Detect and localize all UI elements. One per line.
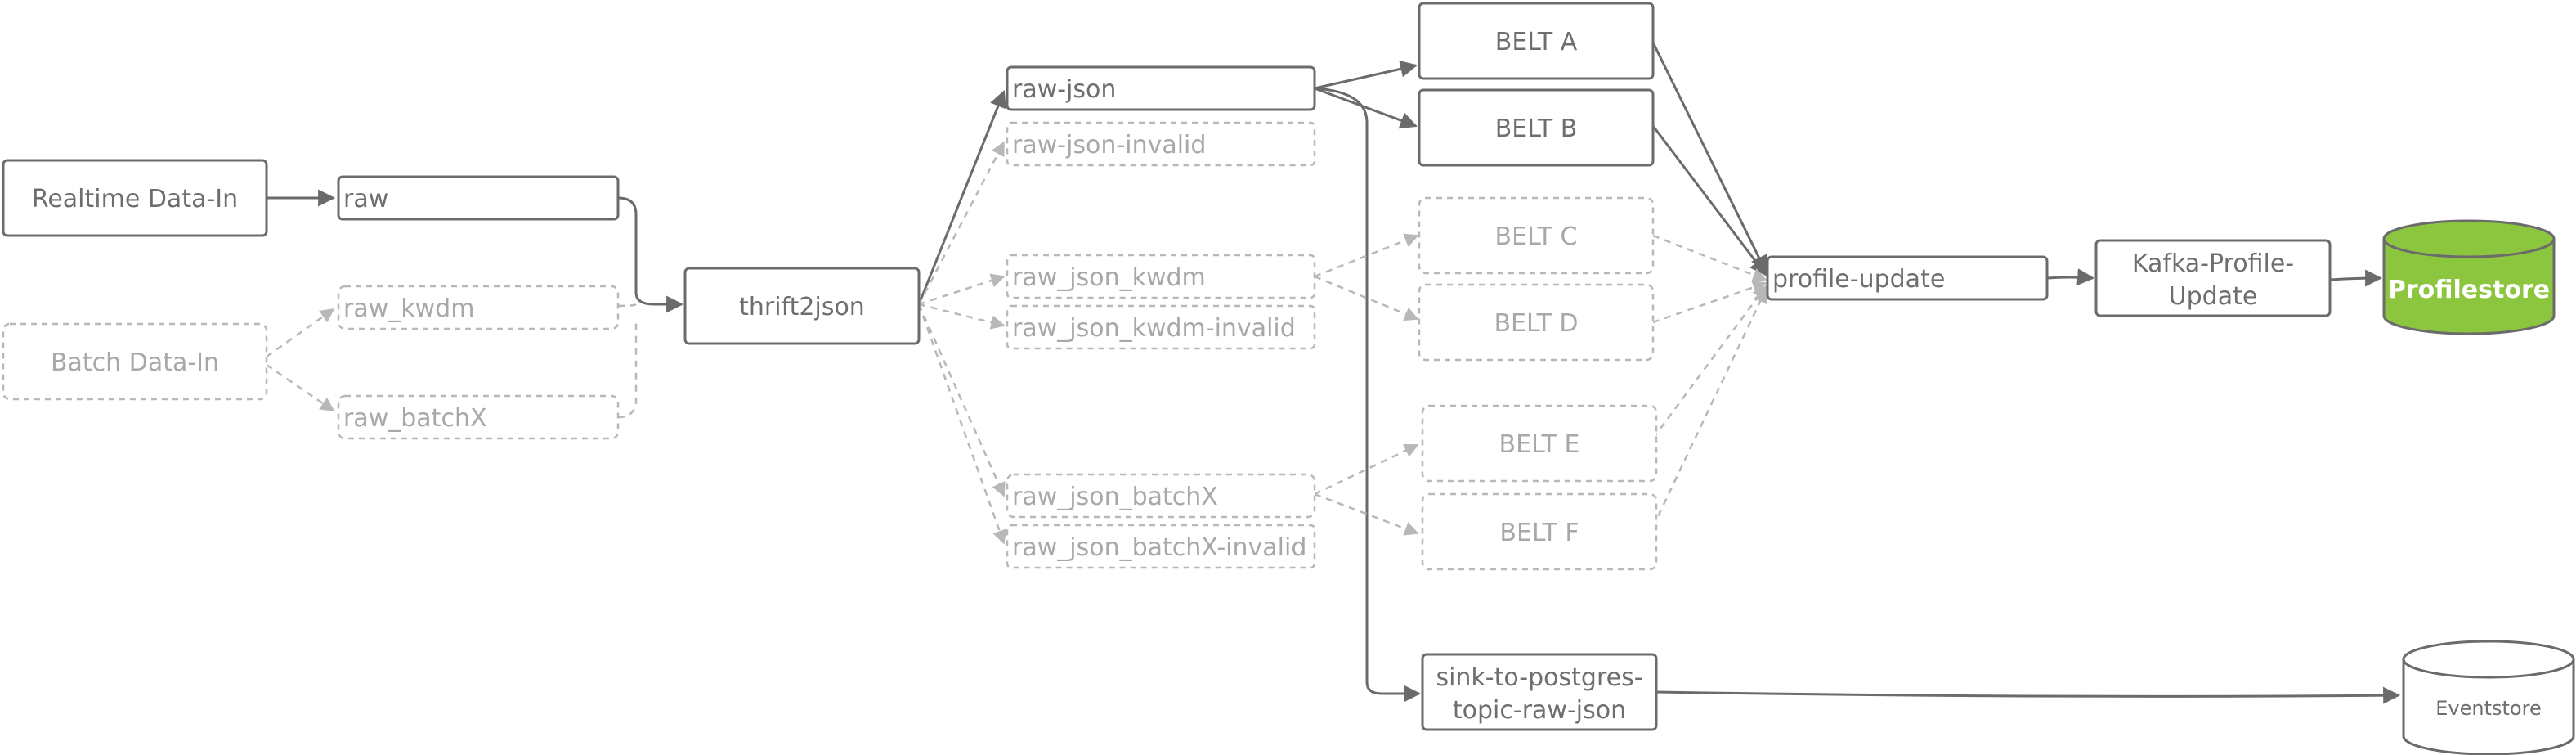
- batch-data-in-label: Batch Data-In: [51, 348, 219, 377]
- belt-f-label: BELT F: [1499, 519, 1579, 547]
- edge-raw-json-batchx-to-belt-f: [1314, 492, 1419, 536]
- profile-update-box[interactable]: [1766, 255, 2049, 301]
- edge-belt-e-to-profile-update: [1651, 285, 1767, 439]
- batch-data-in-box[interactable]: [2, 322, 268, 401]
- raw-json-label: raw-json: [1012, 75, 1116, 104]
- edge-raw-json-kwdm-to-belt-d: [1314, 275, 1419, 321]
- profilestore-label: Profilestore: [2388, 276, 2550, 304]
- edge-thrift2json-to-raw-json-kwdm-invalid: [918, 303, 1006, 330]
- belt-c-box[interactable]: [1418, 196, 1655, 275]
- edge-raw-json-to-sink: [1314, 87, 1422, 703]
- belt-a-label: BELT A: [1495, 28, 1578, 56]
- thrift2json-label: thrift2json: [739, 293, 865, 321]
- kafka-profile-update-box[interactable]: [2094, 239, 2332, 317]
- realtime-data-in-box[interactable]: [2, 159, 268, 237]
- raw-label: raw: [343, 185, 388, 213]
- belt-d-label: BELT D: [1494, 309, 1578, 338]
- raw-json-batchx-box[interactable]: [1006, 473, 1316, 519]
- edge-belt-f-to-profile-update: [1651, 288, 1767, 528]
- edge-belt-d-to-profile-update: [1652, 280, 1767, 324]
- edge-profile-update-to-kafka: [2046, 268, 2095, 286]
- raw-json-box[interactable]: [1006, 65, 1316, 111]
- profile-update-label: profile-update: [1772, 265, 1945, 294]
- raw-batchx-box[interactable]: [337, 394, 620, 440]
- edge-raw-to-thrift2json: [617, 196, 684, 313]
- profilestore-cylinder[interactable]: [2382, 219, 2556, 335]
- solid-nodes: [2, 2, 2332, 731]
- thrift2json-box[interactable]: [683, 267, 921, 345]
- edge-belt-a-to-profile-update: [1651, 42, 1767, 273]
- eventstore-cylinder[interactable]: [2402, 640, 2575, 755]
- edge-sink-to-eventstore: [1655, 686, 2401, 704]
- belt-b-label: BELT B: [1495, 115, 1578, 143]
- raw-json-kwdm-label: raw_json_kwdm: [1012, 263, 1206, 292]
- edge-thrift2json-to-raw-json-batchx-invalid: [917, 303, 1006, 545]
- belt-e-label: BELT E: [1499, 430, 1580, 459]
- raw-json-batchx-invalid-box[interactable]: [1006, 524, 1316, 569]
- sink-label-line1: sink-to-postgres-: [1436, 663, 1642, 692]
- solid-labels: Realtime Data-In raw thrift2json raw-jso…: [32, 28, 2294, 725]
- dashed-labels: Batch Data-In raw_kwdm raw_batchX raw-js…: [51, 131, 1580, 562]
- dashed-nodes: [2, 121, 1658, 571]
- edge-batch-to-raw-batchx: [266, 363, 335, 412]
- edge-raw-json-to-belt-a: [1314, 60, 1418, 90]
- kafka-label-line2: Update: [2169, 282, 2258, 311]
- edge-raw-json-kwdm-to-belt-c: [1314, 233, 1419, 278]
- edge-batch-to-raw-kwdm: [266, 308, 335, 358]
- kafka-label-line1: Kafka-Profile-: [2132, 249, 2294, 278]
- raw-box[interactable]: [337, 175, 620, 221]
- belt-b-box[interactable]: [1418, 88, 1655, 167]
- edge-thrift2json-to-raw-json-kwdm: [918, 273, 1006, 306]
- edge-belt-b-to-profile-update: [1651, 125, 1767, 276]
- eventstore-label: Eventstore: [2435, 697, 2541, 720]
- edge-raw-json-to-belt-b: [1314, 87, 1418, 129]
- raw-json-kwdm-invalid-box[interactable]: [1006, 304, 1316, 350]
- sink-label-line2: topic-raw-json: [1453, 696, 1626, 725]
- raw-kwdm-box[interactable]: [337, 285, 620, 330]
- raw-kwdm-label: raw_kwdm: [343, 294, 474, 323]
- edge-raw-batchx-to-thrift2json: [617, 319, 638, 419]
- belt-a-box[interactable]: [1418, 2, 1655, 80]
- raw-json-kwdm-invalid-label: raw_json_kwdm-invalid: [1012, 314, 1296, 343]
- edge-kafka-to-profilestore: [2329, 269, 2383, 287]
- solid-connectors: [267, 42, 2401, 704]
- raw-json-invalid-box[interactable]: [1006, 121, 1316, 167]
- raw-json-invalid-label: raw-json-invalid: [1012, 131, 1206, 160]
- belt-f-box[interactable]: [1421, 492, 1658, 571]
- dashed-connectors: [266, 141, 1767, 545]
- raw-json-batchx-label: raw_json_batchX: [1012, 483, 1218, 511]
- belt-e-box[interactable]: [1421, 404, 1658, 483]
- edge-thrift2json-to-raw-json-batchx: [917, 303, 1006, 497]
- edge-belt-c-to-profile-update: [1652, 234, 1767, 282]
- raw-json-kwdm-box[interactable]: [1006, 254, 1316, 299]
- realtime-data-in-label: Realtime Data-In: [32, 185, 238, 213]
- sink-to-postgres-box[interactable]: [1421, 653, 1658, 731]
- belt-c-label: BELT C: [1495, 222, 1578, 251]
- edge-raw-kwdm-to-thrift2json: [617, 303, 637, 308]
- edge-thrift2json-to-raw-json-invalid: [917, 141, 1006, 305]
- edge-thrift2json-to-raw-json: [917, 90, 1006, 305]
- raw-batchx-label: raw_batchX: [343, 404, 487, 433]
- raw-json-batchx-invalid-label: raw_json_batchX-invalid: [1012, 533, 1306, 562]
- belt-d-box[interactable]: [1418, 283, 1655, 362]
